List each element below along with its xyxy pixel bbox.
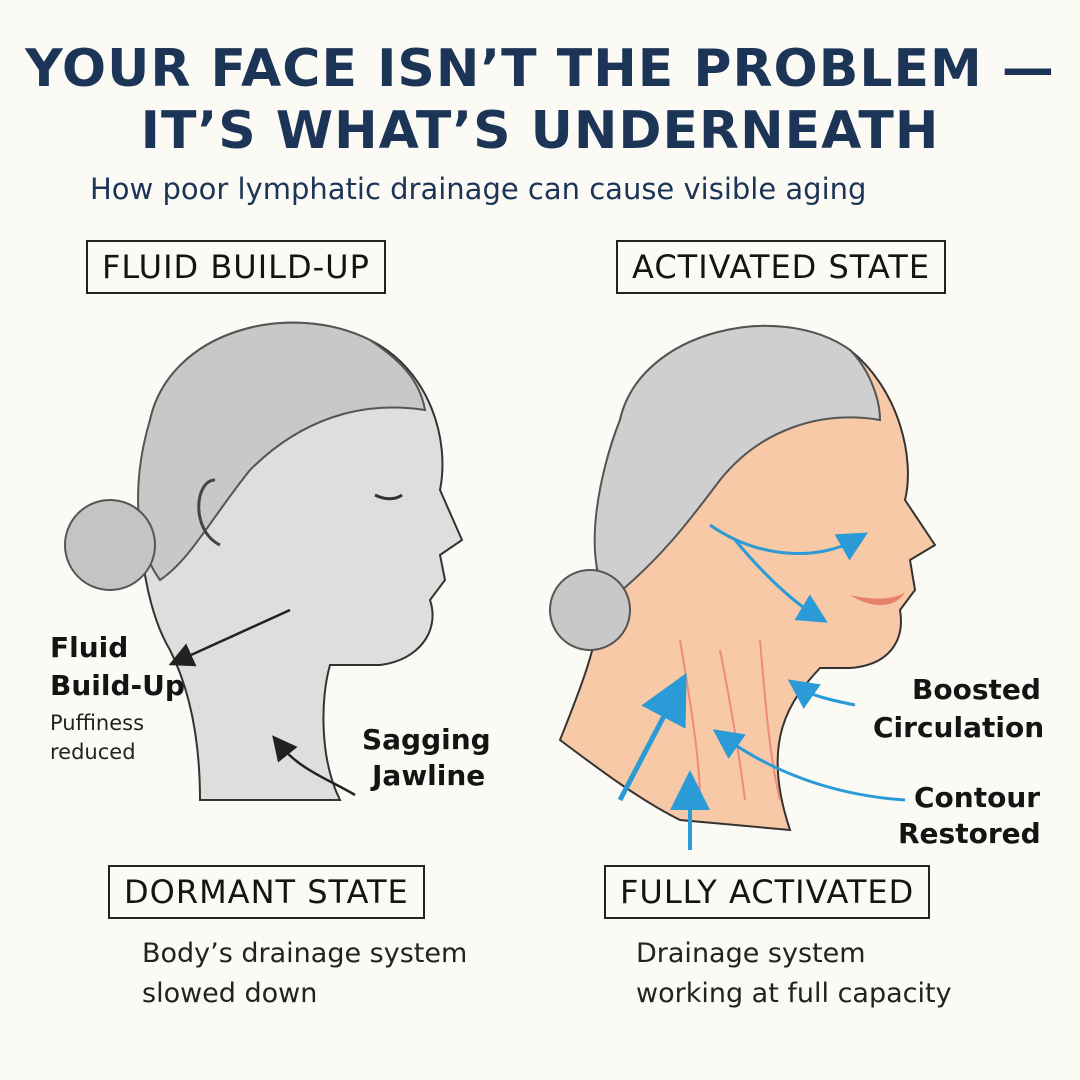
puffiness-note-2: reduced — [50, 740, 136, 764]
activated-desc-2: working at full capacity — [636, 978, 952, 1009]
sagging-label-2: Jawline — [372, 759, 486, 792]
activated-desc-1: Drainage system — [636, 938, 866, 969]
activated-state-box: ACTIVATED STATE — [616, 240, 947, 294]
dormant-desc-1: Body’s drainage system — [142, 938, 468, 969]
fluid-label-1: Fluid — [50, 631, 129, 664]
boosted-label-2: Circulation — [873, 711, 1045, 744]
dormant-desc-2: slowed down — [142, 978, 318, 1009]
fluid-build-up-box: FLUID BUILD-UP — [86, 240, 386, 294]
title-line-1: YOUR FACE ISN’T THE PROBLEM — — [25, 39, 1055, 99]
dormant-state-box: DORMANT STATE — [108, 865, 425, 919]
boosted-label-1: Boosted — [912, 673, 1041, 706]
title-line-2: IT’S WHAT’S UNDERNEATH — [140, 101, 940, 161]
dormant-head-illustration — [64, 321, 464, 801]
fully-activated-box: FULLY ACTIVATED — [604, 865, 931, 919]
fluid-label-2: Build-Up — [50, 669, 185, 702]
contour-label-2: Restored — [898, 817, 1041, 850]
puffiness-note-1: Puffiness — [50, 711, 145, 735]
sagging-label-1: Sagging — [362, 723, 491, 756]
activated-head-illustration — [549, 324, 937, 850]
contour-label-1: Contour — [914, 781, 1041, 814]
subtitle: How poor lymphatic drainage can cause vi… — [90, 172, 867, 206]
